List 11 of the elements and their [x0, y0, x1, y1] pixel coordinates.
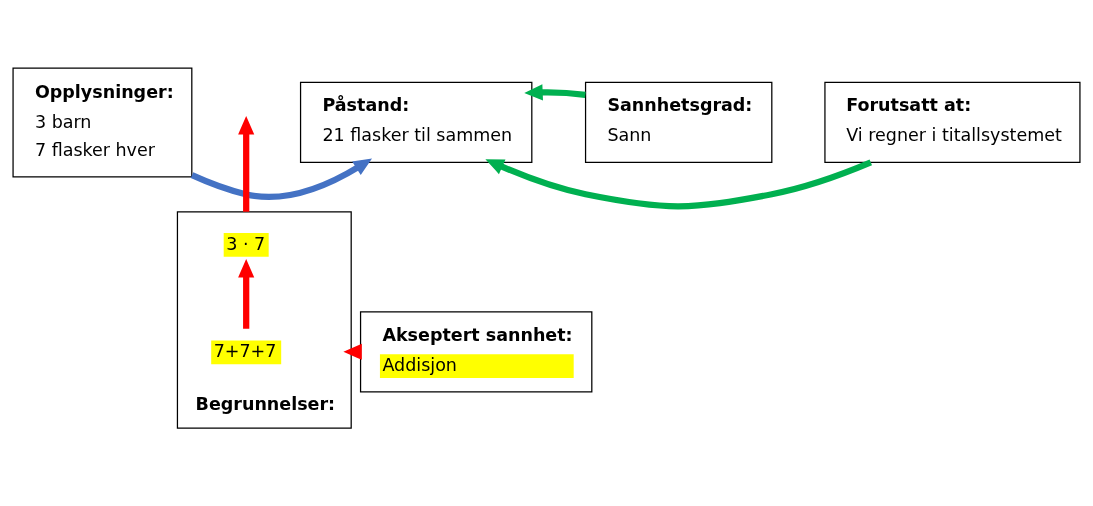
arrow: [238, 116, 255, 212]
node-box: Opplysninger: 3 barn 7 flasker hver: [12, 67, 193, 178]
node-box: 3 · 7: [223, 233, 269, 257]
arrow: [485, 159, 872, 210]
arrow: [524, 84, 586, 101]
node-box: Sannhetsgrad: Sann: [584, 81, 773, 163]
arrow: [238, 259, 255, 329]
node-box: 7+7+7: [211, 340, 282, 365]
arrow: [190, 158, 373, 200]
node-box: Forutsatt at: Vi regner i titallsystemet: [824, 81, 1081, 163]
node-box: Påstand: 21 flasker til sammen: [299, 81, 533, 163]
